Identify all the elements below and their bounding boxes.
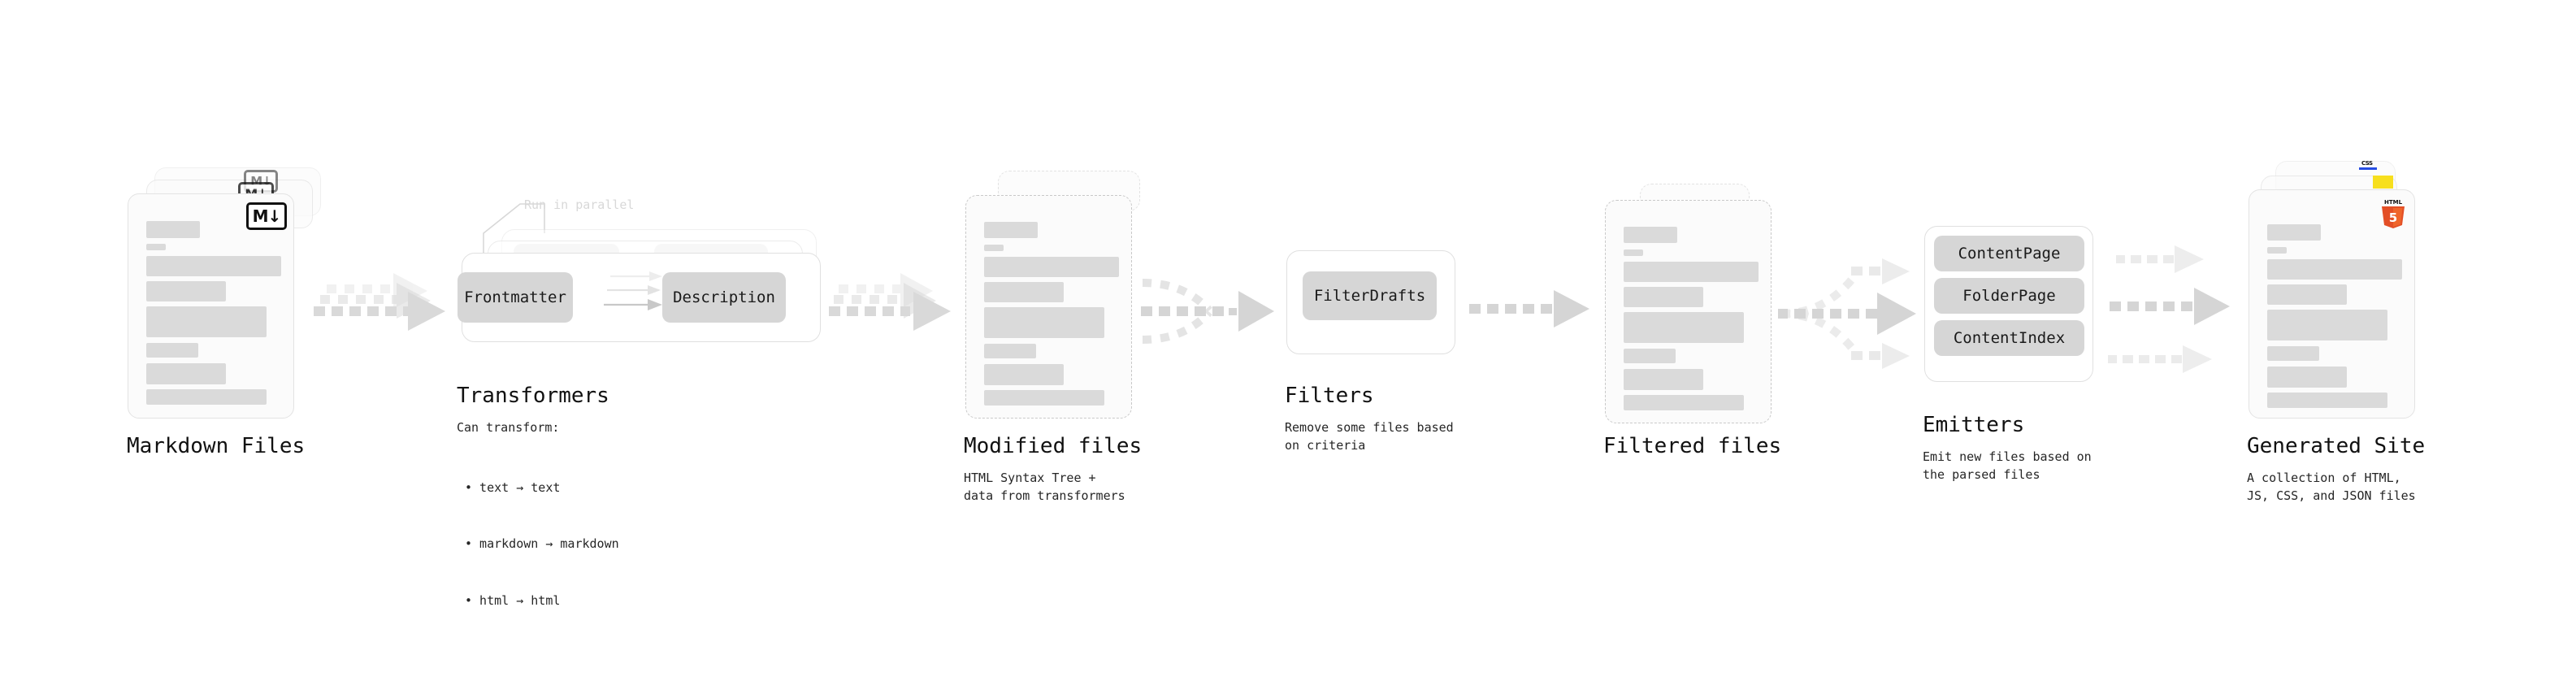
skeleton-line-5: [2267, 367, 2347, 388]
generated-site-title: Generated Site: [2247, 434, 2426, 458]
transformer-bullet-2: • html → html: [465, 593, 561, 608]
skeleton-line-3: [146, 306, 267, 337]
filtered-files-title: Filtered files: [1603, 434, 1782, 458]
skeleton-caption: [1624, 249, 1643, 256]
modified-card-front: [965, 195, 1132, 419]
connector-filtered-to-emitters: [1778, 258, 1916, 369]
css-badge-label: CSS: [2361, 160, 2373, 167]
skeleton-caption: [2267, 247, 2287, 254]
skeleton-line-1: [146, 256, 281, 276]
filter-pill-filterdrafts[interactable]: FilterDrafts: [1303, 271, 1437, 320]
skeleton-line-2: [1624, 287, 1703, 307]
skeleton-line-1: [984, 257, 1119, 277]
skeleton-title: [1624, 227, 1677, 243]
transformer-inner-arrows: [604, 271, 662, 310]
html5-badge-icon: HTML 5: [2382, 199, 2405, 228]
transformer-bullet-1: • markdown → markdown: [465, 536, 619, 552]
skeleton-title: [146, 221, 200, 238]
skeleton-title: [984, 222, 1038, 238]
modified-files-title: Modified files: [964, 434, 1143, 458]
connector-transformers-to-modified: [829, 273, 951, 331]
skeleton-line-6: [146, 389, 267, 405]
svg-text:HTML: HTML: [2384, 199, 2403, 206]
generated-site-subtitle: A collection of HTML, JS, CSS, and JSON …: [2247, 471, 2416, 503]
skeleton-caption: [146, 244, 166, 250]
transformer-pill-frontmatter[interactable]: Frontmatter: [458, 272, 573, 323]
run-in-parallel-label: Run in parallel: [524, 197, 635, 212]
svg-text:5: 5: [2389, 210, 2397, 225]
skeleton-line-6: [1624, 395, 1744, 410]
emitter-pill-contentpage[interactable]: ContentPage: [1934, 236, 2084, 271]
transformer-pill-description[interactable]: Description: [662, 272, 786, 323]
css-badge-icon: [2359, 167, 2377, 170]
skeleton-line-5: [1624, 369, 1703, 390]
connector-markdown-to-transformers: [314, 273, 445, 331]
skeleton-line-1: [1624, 262, 1759, 282]
connector-modified-to-filters: [1141, 279, 1274, 344]
markdown-card-front: [128, 193, 294, 419]
skeleton-title: [2267, 224, 2321, 241]
skeleton-line-4: [146, 343, 198, 358]
emitter-pill-folderpage[interactable]: FolderPage: [1934, 278, 2084, 314]
filters-subtitle: Remove some files based on criteria: [1285, 420, 1454, 453]
skeleton-line-6: [984, 390, 1104, 406]
skeleton-line-4: [1624, 349, 1676, 363]
emitter-pill-contentindex[interactable]: ContentIndex: [1934, 320, 2084, 356]
skeleton-line-2: [984, 282, 1064, 302]
skeleton-line-3: [2267, 310, 2387, 340]
skeleton-line-5: [984, 364, 1064, 385]
site-card-front-html: [2249, 189, 2415, 419]
transformers-subtitle-head: Can transform:: [457, 420, 560, 435]
skeleton-line-5: [146, 363, 226, 384]
modified-files-subtitle: HTML Syntax Tree + data from transformer…: [964, 471, 1125, 503]
skeleton-line-2: [2267, 284, 2347, 305]
skeleton-line-3: [1624, 312, 1744, 343]
transformers-bullets: • text → text • markdown → markdown • ht…: [465, 440, 619, 648]
connector-emitters-to-site: [2108, 245, 2230, 373]
skeleton-line-4: [984, 344, 1036, 358]
markdown-badge-icon: M↓: [246, 202, 287, 230]
markdown-files-title: Markdown Files: [127, 434, 306, 458]
transformer-bullet-0: • text → text: [465, 479, 561, 495]
emitters-subtitle: Emit new files based on the parsed files: [1923, 449, 2092, 482]
skeleton-line-4: [2267, 346, 2319, 361]
transformers-title: Transformers: [457, 384, 609, 408]
filters-title: Filters: [1285, 384, 1374, 408]
js-badge-icon: [2373, 176, 2393, 189]
skeleton-caption: [984, 245, 1004, 251]
skeleton-line-1: [2267, 259, 2402, 280]
connector-filters-to-filtered: [1469, 290, 1589, 327]
skeleton-line-2: [146, 281, 226, 301]
run-in-parallel-bracket: [483, 203, 545, 256]
skeleton-line-3: [984, 307, 1104, 338]
skeleton-line-6: [2267, 393, 2387, 408]
emitters-title: Emitters: [1923, 413, 2025, 437]
filtered-card-front: [1605, 200, 1772, 423]
